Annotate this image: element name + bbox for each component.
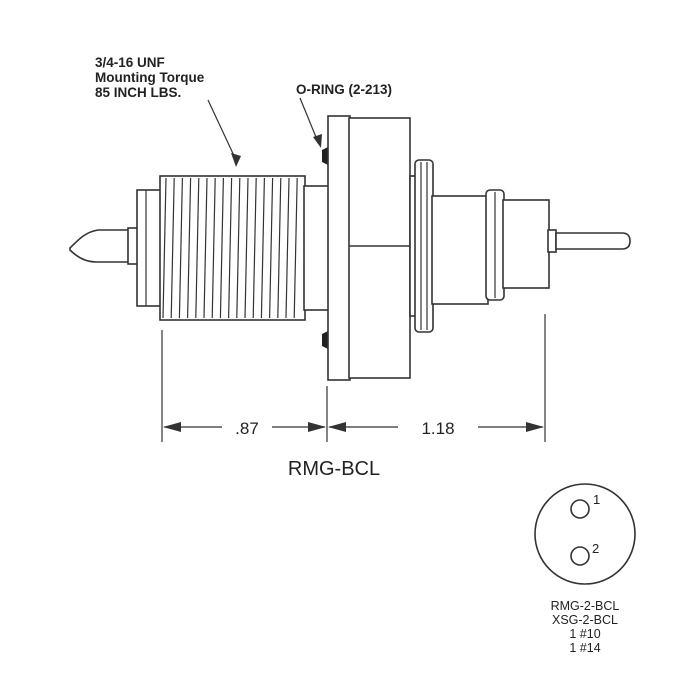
rear-collar bbox=[136, 189, 162, 307]
thread-line bbox=[187, 177, 192, 319]
thread-line bbox=[269, 177, 274, 319]
contact-pin bbox=[547, 229, 631, 253]
thread-line bbox=[178, 177, 183, 319]
thread-line bbox=[285, 177, 290, 319]
thread-lines bbox=[162, 177, 298, 319]
thread-line bbox=[293, 177, 298, 319]
thread-line bbox=[277, 177, 282, 319]
part-name: RMG-BCL bbox=[288, 458, 380, 480]
thread-line bbox=[252, 177, 257, 319]
thread-line bbox=[228, 177, 233, 319]
extension-lines bbox=[161, 314, 546, 442]
dimension-right: 1.18 bbox=[328, 419, 544, 438]
pin-2-contact bbox=[570, 546, 590, 566]
cable bbox=[69, 227, 139, 265]
thread-line bbox=[203, 177, 208, 319]
thread-line bbox=[260, 177, 265, 319]
thread-line bbox=[219, 177, 224, 319]
pin-diagram-line-2: XSG-2-BCL bbox=[552, 613, 618, 627]
thread-line bbox=[236, 177, 241, 319]
dimension-right-label: 1.18 bbox=[421, 419, 454, 438]
o-ring-label: O-RING (2-213) bbox=[296, 82, 392, 97]
pin-1-contact bbox=[570, 499, 590, 519]
receptacle-body bbox=[431, 189, 550, 305]
dimension-left-label: .87 bbox=[235, 419, 259, 438]
front-groove bbox=[409, 159, 434, 333]
dimension-left: .87 bbox=[163, 419, 326, 438]
callout-leaders bbox=[207, 97, 322, 167]
thread-line bbox=[195, 177, 200, 319]
thread-line bbox=[211, 177, 216, 319]
torque-value-label: 85 INCH LBS. bbox=[95, 85, 181, 100]
thread-line bbox=[162, 177, 167, 319]
pin-2-number: 2 bbox=[592, 541, 599, 556]
pin-face-diagram: 1 2 bbox=[534, 483, 636, 585]
thread-line bbox=[244, 177, 249, 319]
hex-nut bbox=[327, 115, 411, 381]
threaded-body bbox=[159, 175, 331, 321]
pin-diagram-line-4: 1 #14 bbox=[569, 641, 600, 655]
thread-line bbox=[170, 177, 175, 319]
pin-1-number: 1 bbox=[593, 492, 600, 507]
torque-label: Mounting Torque bbox=[95, 70, 205, 85]
pin-diagram-line-3: 1 #10 bbox=[569, 627, 600, 641]
thread-spec-label: 3/4-16 UNF bbox=[95, 55, 165, 70]
pin-diagram-line-1: RMG-2-BCL bbox=[551, 599, 620, 613]
